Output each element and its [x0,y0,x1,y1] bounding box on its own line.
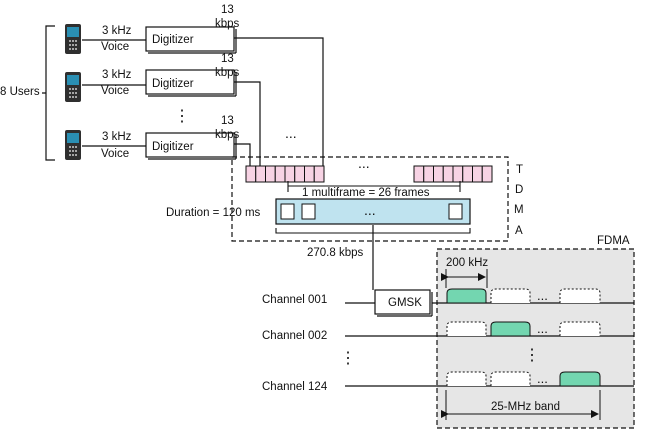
idle-channel-bump [446,321,487,336]
time-slot [442,165,454,183]
idle-channel-bump [559,288,601,303]
tdma-letter: T [516,164,523,176]
time-slot [472,165,483,183]
users-brace [42,25,55,161]
idle-channel-bump [490,288,531,303]
digitizer-box [145,69,235,95]
fdma-vertical-ellipsis: ⋮ [524,347,540,364]
digitizer-label: Digitizer [152,141,194,153]
rate-number: 13 [221,115,234,127]
users-vertical-ellipsis: ⋮ [174,108,190,125]
frame-box [301,203,316,220]
users-label: 8 Users [0,86,40,98]
user-row-1: 3 kHz Voice Digitizer 13 kbps [65,4,324,166]
channel-width-label: 200 kHz [446,257,488,269]
duration-label: Duration = 120 ms [166,207,261,219]
time-slot [462,165,473,183]
digitizer-box [145,26,235,52]
tdma-region [231,156,509,242]
active-channel-bump [490,321,531,337]
rate-unit: kbps [215,129,240,141]
rate-unit: kbps [215,18,240,30]
channel-ellipsis: ... [537,288,548,303]
time-slot [313,165,325,183]
active-channel-bump [446,288,487,304]
multiframe-ellipsis: ... [364,202,376,218]
frame-box [280,203,295,220]
channel-label: Channel 002 [262,330,327,342]
time-slot [245,165,257,183]
voice-freq-label: 3 kHz [102,25,132,37]
channel-ellipsis: ... [537,371,548,386]
channel-label: Channel 001 [262,294,327,306]
phone-icon [65,24,81,54]
multiframe-label: 1 multiframe = 26 frames [302,187,430,199]
gmsk-box [374,289,431,315]
time-slot [265,165,276,183]
band-label: 25-MHz band [491,401,560,413]
time-slot [452,165,464,183]
time-slot [481,165,493,183]
channel-label: Channel 124 [262,381,328,393]
multiframe-bracket [287,181,461,192]
digitizer-label: Digitizer [152,34,194,46]
voice-freq-label: 3 kHz [102,131,132,143]
time-slot [284,165,296,183]
time-slot [433,165,444,183]
active-channel-bump [559,371,601,387]
voice-type-label: Voice [101,41,129,53]
tdma-letter: A [515,225,523,237]
tdma-letters: T D M A [514,164,524,237]
time-slot [423,165,434,183]
voice-type-label: Voice [101,148,129,160]
time-slot [294,165,305,183]
time-slot [255,165,266,183]
idle-channel-bump [490,371,531,386]
frame-ellipsis: ... [358,155,370,171]
multiframe-bar [275,198,471,225]
tdma-letter: M [514,204,524,216]
gmsk-label: GMSK [388,297,422,309]
digitizer-label: Digitizer [152,78,194,90]
phone-icon [65,72,81,102]
users-horizontal-ellipsis: ... [285,125,297,141]
user-row-2: 3 kHz Voice Digitizer 13 kbps [65,53,261,166]
time-slot [304,165,315,183]
fdma-title: FDMA [597,235,630,247]
tdma-letter: D [515,184,523,196]
phone-icon [65,130,81,160]
voice-freq-label: 3 kHz [102,69,132,81]
frame-slots-right [413,165,493,183]
idle-channel-bump [559,321,601,336]
time-slot [274,165,286,183]
frame-box [448,203,463,220]
frame-slots-left [245,165,325,183]
idle-channel-bump [446,371,487,386]
channels-vertical-ellipsis: ⋮ [340,350,356,367]
bitrate-label: 270.8 kbps [307,247,364,259]
channel-ellipsis: ... [537,321,548,336]
user-row-3: 3 kHz Voice Digitizer 13 kbps [65,115,251,166]
rate-unit: kbps [215,67,240,79]
rate-number: 13 [221,4,234,16]
digitizer-box [145,132,235,158]
voice-type-label: Voice [101,85,129,97]
rate-number: 13 [221,53,234,65]
time-slot [413,165,425,183]
